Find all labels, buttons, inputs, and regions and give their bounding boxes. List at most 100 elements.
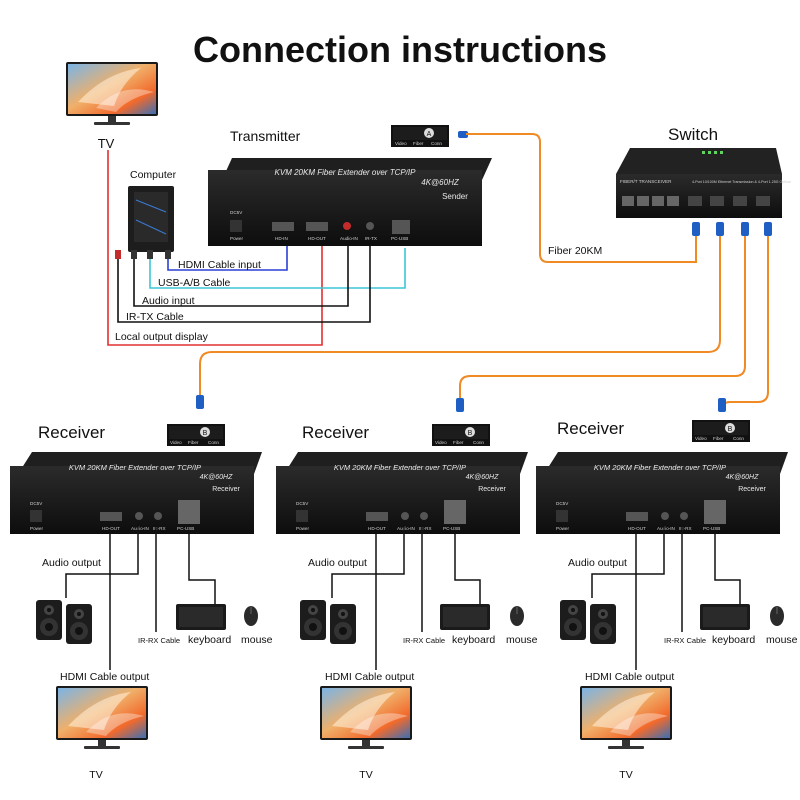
transmitter-label: Transmitter: [230, 128, 301, 144]
transmitter-audioin-label: Audio-IN: [340, 236, 358, 241]
receiver-3-irrx-label: IR-RX Cable: [664, 636, 706, 645]
receiver-2-speaker-right: [330, 604, 356, 644]
transmitter-hdin-label: HD-IN: [275, 236, 288, 241]
computer-tower: [128, 186, 174, 252]
receiver-3-audio-output: Audio output: [568, 557, 627, 569]
receiver-2-irrx: IR-RX: [419, 526, 432, 531]
receiver-1-power: Power: [30, 526, 43, 531]
receiver-3-keyboard-label: keyboard: [712, 634, 755, 646]
receiver-2-audio-output: Audio output: [308, 557, 367, 569]
computer-label: Computer: [130, 169, 177, 181]
switch-brand: FIBER/T TRANSCEIVER: [620, 179, 672, 184]
tv-top: [66, 62, 158, 125]
receiver-2-keyboard: [440, 604, 490, 630]
receiver-2-pcusb: PC-USB: [443, 526, 460, 531]
receiver-1-tv-label: TV: [89, 769, 102, 781]
receiver-1-keyboard-label: keyboard: [188, 634, 231, 646]
receiver-2-model: KVM 20KM Fiber Extender over TCP/IP: [334, 463, 466, 472]
receiver-1-irrx-label: IR-RX Cable: [138, 636, 180, 645]
irtx-label: IR-TX Cable: [126, 311, 184, 323]
transmitter-power-label: Power: [230, 236, 243, 241]
audio-input-label: Audio input: [142, 295, 195, 307]
transmitter-device: KVM 20KM Fiber Extender over TCP/IP 4K@6…: [208, 158, 492, 246]
receiver-1-label: Receiver: [38, 423, 105, 442]
receiver-3-keyboard: [700, 604, 750, 630]
usb-ab-label: USB-A/B Cable: [158, 277, 231, 289]
receiver-2-speaker-left: [300, 600, 326, 640]
receiver-3-dc: DC5V: [556, 501, 569, 506]
transmitter-hdout-label: HD-OUT: [308, 236, 326, 241]
receiver-3-hdmi-output: HDMI Cable output: [585, 671, 674, 683]
receiver-1-hdmi-output: HDMI Cable output: [60, 671, 149, 683]
receiver-unit-2: Receiver B Video Fiber Conn KVM 20KM Fib…: [276, 423, 528, 534]
receiver-3-tag: Receiver: [738, 486, 766, 493]
receiver-3-hdout: HD-OUT: [628, 526, 646, 531]
receiver-unit-3: Receiver B Video Fiber Conn KVM 20KM Fib…: [536, 419, 788, 534]
tx-sfp-video: Video: [395, 141, 407, 146]
receiver-3-model: KVM 20KM Fiber Extender over TCP/IP: [594, 463, 726, 472]
receiver-1-resolution: 4K@60HZ: [200, 474, 234, 481]
switch-label: Switch: [668, 125, 718, 144]
transmitter-resolution: 4K@60HZ: [421, 178, 460, 187]
receiver-2-sfp-conn: Conn: [473, 440, 484, 445]
receiver-1-sfp-conn: Conn: [208, 440, 219, 445]
receiver-1-audio: Audio-IN: [131, 526, 149, 531]
receiver-1-dc: DC5V: [30, 501, 43, 506]
switch-device: FIBER/T TRANSCEIVER 4-Port 10/100M Ether…: [616, 148, 791, 218]
receiver-2-tv: [320, 686, 412, 749]
receiver-2-audio: Audio-IN: [397, 526, 415, 531]
fiber-connectors: [196, 222, 772, 412]
transmitter-pcusb-label: PC-USB: [391, 236, 408, 241]
receiver-3-audio: Audio-IN: [657, 526, 675, 531]
receiver-1-speaker-right: [66, 604, 92, 644]
receiver-2-dc: DC5V: [296, 501, 309, 506]
receiver-3-cables: [591, 522, 741, 670]
receiver-2-tv-label: TV: [359, 769, 372, 781]
fiber-cables: [199, 133, 769, 412]
receiver-unit-1: Receiver B Video Fiber Conn KVM 20KM Fib…: [10, 423, 262, 534]
receiver-1-sfp-video: Video: [170, 440, 182, 445]
page-title: Connection instructions: [193, 29, 607, 70]
tv-top-label: TV: [98, 136, 115, 151]
receiver-3-power: Power: [556, 526, 569, 531]
receiver-2-hdout: HD-OUT: [368, 526, 386, 531]
receiver-1-tv: [56, 686, 148, 749]
receiver-1-audio-output: Audio output: [42, 557, 101, 569]
receiver-3-label: Receiver: [557, 419, 624, 438]
tx-sfp-conn: Conn: [431, 141, 442, 146]
receiver-1-irrx: IR-RX: [153, 526, 166, 531]
receiver-3-mouse: [769, 605, 785, 627]
receiver-2-keyboard-label: keyboard: [452, 634, 495, 646]
switch-description: 4-Port 10/100M Ethernet Transmission & 4…: [692, 180, 791, 184]
receiver-3-irrx: IR-RX: [679, 526, 692, 531]
local-output-label: Local output display: [115, 331, 209, 343]
transmitter-cable-plugs: [115, 250, 171, 259]
receiver-3-sfp-video: Video: [695, 436, 707, 441]
receiver-3-speaker-left: [560, 600, 586, 640]
receiver-3-resolution: 4K@60HZ: [726, 474, 760, 481]
receiver-3-sfp-b: B: [728, 426, 733, 433]
receiver-3-pcusb: PC-USB: [703, 526, 720, 531]
receiver-2-sfp-fiber: Fiber: [453, 440, 464, 445]
transmitter-model: KVM 20KM Fiber Extender over TCP/IP: [275, 168, 417, 177]
receiver-2-sfp-b: B: [468, 430, 473, 437]
receiver-2-tag: Receiver: [478, 486, 506, 493]
transmitter-cables: [107, 150, 406, 346]
receiver-1-mouse: [243, 605, 259, 627]
receiver-1-sfp-fiber: Fiber: [188, 440, 199, 445]
receiver-1-mouse-label: mouse: [241, 634, 273, 646]
receiver-3-sfp-conn: Conn: [733, 436, 744, 441]
hdmi-input-label: HDMI Cable input: [178, 259, 261, 271]
receiver-2-cables: [331, 522, 481, 670]
receiver-3-tv: [580, 686, 672, 749]
transmitter-irtx-label: IR-TX: [365, 236, 377, 241]
receiver-3-tv-label: TV: [619, 769, 632, 781]
receiver-1-cables: [65, 522, 216, 670]
receiver-1-keyboard: [176, 604, 226, 630]
receiver-3-mouse-label: mouse: [766, 634, 798, 646]
tx-sfp-fiber: Fiber: [413, 141, 424, 146]
receiver-2-power: Power: [296, 526, 309, 531]
receiver-2-sfp-video: Video: [435, 440, 447, 445]
receiver-2-resolution: 4K@60HZ: [466, 474, 500, 481]
